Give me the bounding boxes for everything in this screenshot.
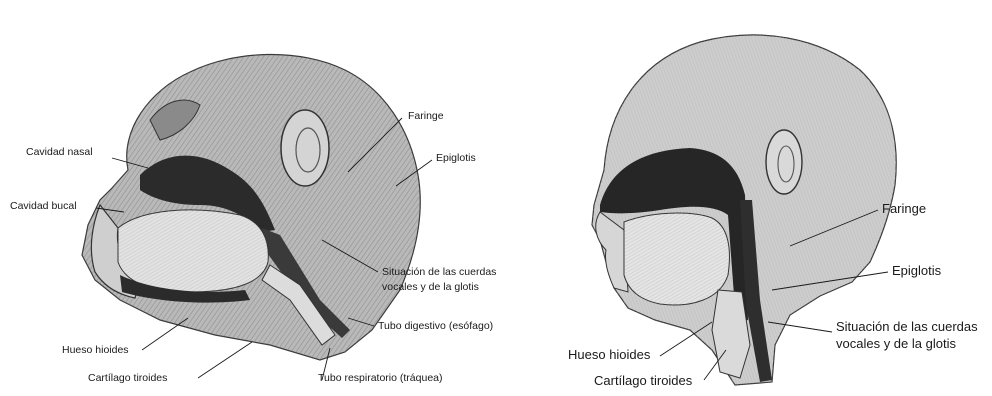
label-cavidad-nasal-left: Cavidad nasal [26,146,93,158]
label-cuerdas-right-line1: Situación de las cuerdas [836,320,978,335]
label-epiglotis-left: Epiglotis [436,152,476,164]
label-cuerdas-left-line2: vocales y de la glotis [382,281,479,293]
label-tubo-digestivo: Tubo digestivo (esófago) [378,320,493,332]
label-hueso-hioides-left: Hueso hioides [62,344,129,356]
label-cuerdas-right-line2: vocales y de la glotis [836,337,956,352]
label-faringe-right: Faringe [882,202,926,217]
label-epiglotis-right: Epiglotis [892,264,941,279]
label-faringe-left: Faringe [408,110,444,122]
label-cavidad-bucal-left: Cavidad bucal [10,200,77,212]
label-cuerdas-left-line1: Situación de las cuerdas [382,266,496,278]
chimp-ear [281,110,329,186]
label-tubo-respiratorio: Tubo respiratorio (tráquea) [318,372,443,384]
human-ear [766,130,802,194]
label-cartilago-tiroides-right: Cartílago tiroides [594,374,692,389]
label-cartilago-tiroides-left: Cartílago tiroides [88,372,167,384]
label-hueso-hioides-right: Hueso hioides [568,348,650,363]
